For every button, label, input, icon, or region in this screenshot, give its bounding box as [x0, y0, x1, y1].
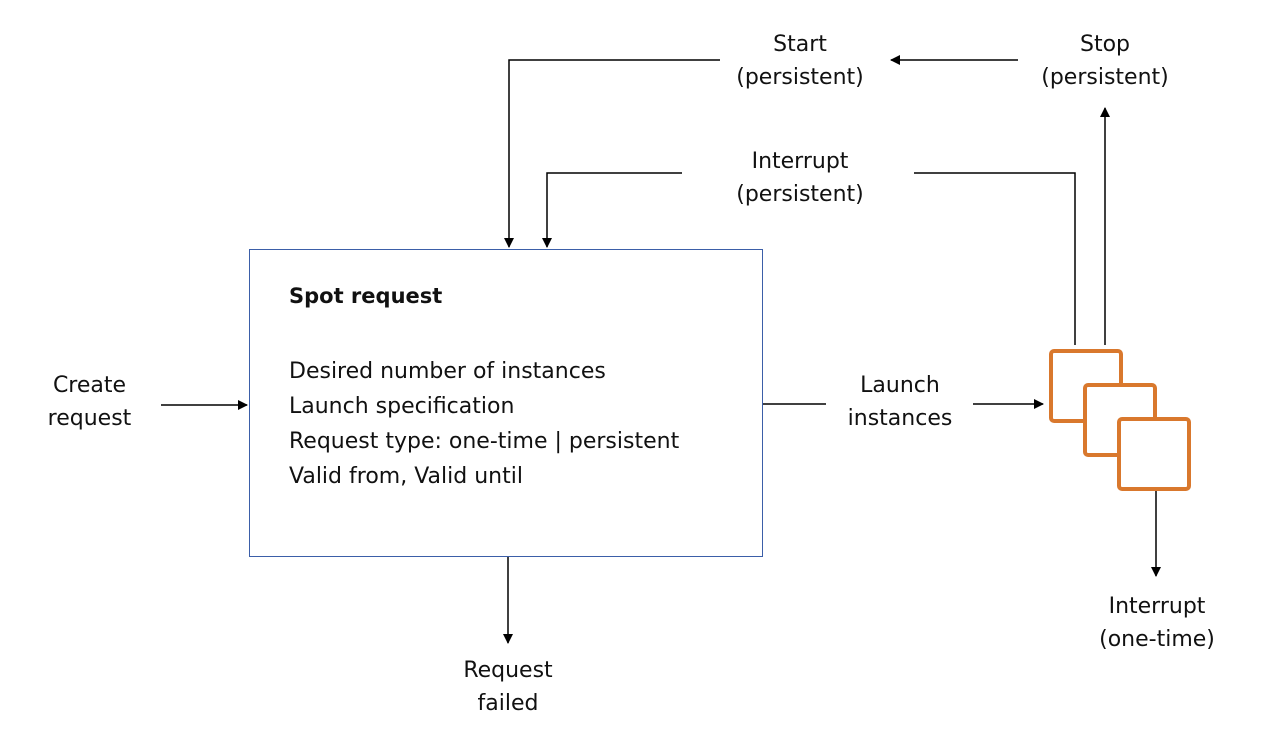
label-interrupt-one-time: Interrupt (one-time): [1099, 594, 1215, 652]
spot-request-line: Desired number of instances: [289, 359, 606, 384]
instance-square-front: [1117, 417, 1191, 491]
label-start-persistent: Start (persistent): [736, 32, 864, 90]
label-interrupt-persistent: Interrupt (persistent): [736, 149, 864, 207]
line-instances-to-interrupt-persistent: [914, 172, 1076, 345]
spot-request-line: Request type: one-time | persistent: [289, 429, 680, 454]
spot-request-title: Spot request: [289, 284, 443, 308]
label-request-failed: Request failed: [463, 658, 553, 716]
label-launch-instances: Launch instances: [847, 373, 953, 431]
arrow-interrupt-persistent-to-box: [542, 172, 682, 248]
label-stop-persistent: Stop (persistent): [1041, 32, 1169, 90]
spot-request-details: Desired number of instances Launch speci…: [289, 354, 679, 494]
stacked-instances-icon: [1049, 349, 1191, 491]
arrow-start-persistent: [504, 59, 720, 248]
spot-request-box: Spot request Desired number of instances…: [249, 249, 763, 557]
spot-request-line: Valid from, Valid until: [289, 464, 523, 489]
label-create-request: Create request: [47, 373, 132, 431]
spot-request-line: Launch specification: [289, 394, 515, 419]
